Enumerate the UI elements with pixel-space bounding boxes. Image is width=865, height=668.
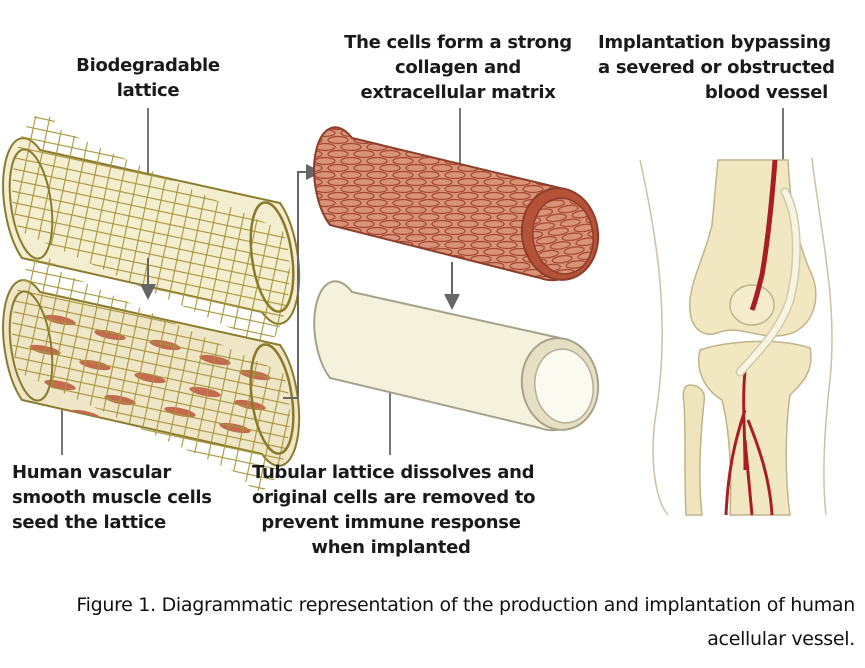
label-line: Human vascular	[12, 462, 171, 483]
label-line: lattice	[116, 80, 180, 101]
label-line: extracellular matrix	[360, 82, 556, 103]
acellular-vessel-tube	[313, 280, 600, 432]
arrow-icon	[283, 164, 322, 399]
label-line: collagen and	[395, 57, 521, 78]
knee-joint-icon	[639, 157, 833, 516]
label-line: Biodegradable	[76, 55, 220, 76]
label-cells-form-matrix: The cells form a strong collagen and ext…	[338, 30, 578, 105]
label-line: original cells are removed to	[252, 487, 536, 508]
label-line: The cells form a strong	[344, 32, 572, 53]
label-tubular-lattice-dissolves: Tubular lattice dissolves and original c…	[252, 460, 536, 560]
cell-matrix-tube	[313, 126, 600, 282]
label-line: Tubular lattice dissolves and	[252, 462, 535, 483]
label-biodegradable-lattice: Biodegradable lattice	[62, 53, 234, 103]
caption-line: Figure 1. Diagrammatic representation of…	[76, 594, 855, 616]
label-line: when implanted	[311, 537, 471, 558]
label-line: prevent immune response	[261, 512, 521, 533]
label-human-vascular-cells: Human vascular smooth muscle cells seed …	[12, 460, 212, 535]
label-line: a severed or obstructed	[598, 57, 835, 78]
label-line: blood vessel	[704, 82, 828, 103]
figure-caption: Figure 1. Diagrammatic representation of…	[76, 588, 855, 656]
label-line: smooth muscle cells	[12, 487, 212, 508]
label-line: seed the lattice	[12, 512, 166, 533]
label-line: Implantation bypassing	[598, 32, 831, 53]
caption-line: acellular vessel.	[707, 628, 855, 650]
label-implantation: Implantation bypassing a severed or obst…	[598, 30, 835, 105]
